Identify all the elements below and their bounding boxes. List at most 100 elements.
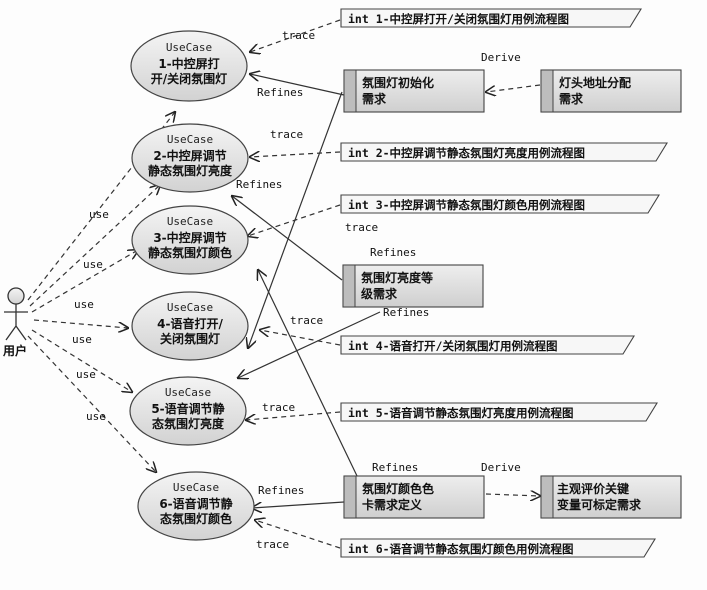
requirement-color-card[interactable]: 氛围灯颜色色 卡需求定义 bbox=[343, 475, 485, 519]
use-edge bbox=[31, 329, 132, 392]
interaction-3[interactable]: int 3-中控屏调节静态氛围灯颜色用例流程图 bbox=[340, 194, 660, 214]
uc-line: 2-中控屏调节 bbox=[153, 148, 226, 163]
uc-line: 6-语音调节静 bbox=[159, 496, 232, 511]
use-case-2[interactable]: UseCase 2-中控屏调节 静态氛围灯亮度 bbox=[131, 123, 249, 193]
uc-stereotype: UseCase bbox=[165, 386, 211, 399]
refines-edge bbox=[238, 311, 381, 378]
connector-lines bbox=[27, 19, 541, 549]
interaction-label: int 6-语音调节静态氛围灯颜色用例流程图 bbox=[348, 542, 574, 556]
refines-label: Refines bbox=[236, 178, 282, 191]
refines-label: Refines bbox=[257, 86, 303, 99]
uc-line: 态氛围灯亮度 bbox=[152, 416, 225, 431]
actor-user[interactable]: 用户 bbox=[2, 287, 28, 358]
use-case-4[interactable]: UseCase 4-语音打开/ 关闭氛围灯 bbox=[131, 291, 249, 361]
use-case-5[interactable]: UseCase 5-语音调节静 态氛围灯亮度 bbox=[129, 376, 247, 446]
trace-edge bbox=[250, 19, 341, 52]
use-label: use bbox=[72, 333, 92, 346]
trace-edge bbox=[250, 152, 341, 157]
uc-line: 开/关闭氛围灯 bbox=[151, 71, 227, 86]
uc-stereotype: UseCase bbox=[166, 41, 212, 54]
uc-line: 5-语音调节静 bbox=[151, 401, 224, 416]
refines-edge bbox=[232, 196, 343, 281]
interaction-label: int 4-语音打开/关闭氛围灯用例流程图 bbox=[348, 339, 557, 353]
uc-line: 关闭氛围灯 bbox=[160, 331, 220, 346]
uc-line: 静态氛围灯颜色 bbox=[148, 245, 232, 260]
refines-edge bbox=[258, 270, 359, 479]
interaction-diagrams: int 1-中控屏打开/关闭氛围灯用例流程图 int 2-中控屏调节静态氛围灯亮… bbox=[340, 8, 668, 558]
use-label: use bbox=[83, 258, 103, 271]
requirement-line: 级需求 bbox=[361, 286, 398, 301]
trace-edge bbox=[255, 520, 341, 549]
interaction-2[interactable]: int 2-中控屏调节静态氛围灯亮度用例流程图 bbox=[340, 142, 668, 162]
uc-line: 1-中控屏打 bbox=[158, 56, 219, 71]
refines-label: Refines bbox=[370, 246, 416, 259]
use-case-3[interactable]: UseCase 3-中控屏调节 静态氛围灯颜色 bbox=[131, 205, 249, 275]
actor-body bbox=[4, 304, 28, 341]
interaction-label: int 1-中控屏打开/关闭氛围灯用例流程图 bbox=[348, 12, 569, 26]
trace-edge bbox=[246, 411, 341, 420]
refines-edge bbox=[252, 501, 345, 508]
requirement-brightness-level[interactable]: 氛围灯亮度等 级需求 bbox=[342, 264, 484, 308]
uc-stereotype: UseCase bbox=[167, 133, 213, 146]
derive-edge bbox=[486, 84, 541, 92]
use-edge bbox=[29, 185, 160, 307]
use-case-1[interactable]: UseCase 1-中控屏打 开/关闭氛围灯 bbox=[130, 30, 248, 102]
refines-label: Refines bbox=[383, 306, 429, 319]
refines-edge bbox=[250, 74, 345, 96]
trace-label: trace bbox=[256, 538, 289, 551]
requirement-line: 变量可标定需求 bbox=[557, 497, 642, 512]
derive-edge bbox=[485, 494, 540, 496]
interaction-5[interactable]: int 5-语音调节静态氛围灯亮度用例流程图 bbox=[340, 402, 658, 422]
trace-edge bbox=[248, 204, 341, 236]
derive-label: Derive bbox=[481, 51, 521, 64]
use-case-6[interactable]: UseCase 6-语音调节静 态氛围灯颜色 bbox=[137, 471, 255, 541]
uc-line: 态氛围灯颜色 bbox=[160, 511, 232, 526]
interaction-label: int 5-语音调节静态氛围灯亮度用例流程图 bbox=[348, 406, 574, 420]
uc-line: 3-中控屏调节 bbox=[153, 230, 226, 245]
actor-head bbox=[7, 287, 25, 305]
use-edge bbox=[33, 319, 128, 328]
requirement-line: 氛围灯亮度等 bbox=[361, 270, 433, 285]
uc-line: 静态氛围灯亮度 bbox=[148, 163, 233, 178]
interaction-label: int 3-中控屏调节静态氛围灯颜色用例流程图 bbox=[348, 198, 585, 212]
trace-label: trace bbox=[345, 221, 378, 234]
interaction-6[interactable]: int 6-语音调节静态氛围灯颜色用例流程图 bbox=[340, 538, 656, 558]
requirement-ambient-light-init[interactable]: 氛围灯初始化 需求 bbox=[343, 69, 485, 113]
requirement-calibratable-variables[interactable]: 主观评价关键 变量可标定需求 bbox=[540, 475, 682, 519]
requirement-line: 主观评价关键 bbox=[557, 481, 629, 496]
actor-label: 用户 bbox=[2, 343, 27, 358]
uc-line: 4-语音打开/ bbox=[157, 316, 223, 331]
requirement-line: 需求 bbox=[362, 91, 387, 106]
use-cases: UseCase 1-中控屏打 开/关闭氛围灯 UseCase 2-中控屏调节 静… bbox=[129, 30, 255, 541]
use-label: use bbox=[74, 298, 94, 311]
interaction-label: int 2-中控屏调节静态氛围灯亮度用例流程图 bbox=[348, 146, 585, 160]
edge-labels: use use use use use use trace trace trac… bbox=[72, 29, 521, 551]
requirement-line: 氛围灯初始化 bbox=[362, 75, 434, 90]
use-edge bbox=[27, 335, 156, 472]
trace-label: trace bbox=[262, 401, 295, 414]
trace-label: trace bbox=[282, 29, 315, 42]
requirement-lamp-address[interactable]: 灯头地址分配 需求 bbox=[540, 69, 682, 113]
use-label: use bbox=[76, 368, 96, 381]
use-label: use bbox=[89, 208, 109, 221]
refines-label: Refines bbox=[258, 484, 304, 497]
requirement-line: 需求 bbox=[559, 91, 584, 106]
trace-label: trace bbox=[270, 128, 303, 141]
uc-stereotype: UseCase bbox=[167, 301, 213, 314]
interaction-1[interactable]: int 1-中控屏打开/关闭氛围灯用例流程图 bbox=[340, 8, 642, 28]
requirement-line: 灯头地址分配 bbox=[559, 75, 631, 90]
derive-label: Derive bbox=[481, 461, 521, 474]
trace-edge bbox=[260, 330, 341, 346]
uc-stereotype: UseCase bbox=[167, 215, 213, 228]
requirement-line: 氛围灯颜色色 bbox=[362, 481, 434, 496]
refines-edge bbox=[248, 91, 343, 348]
requirements: 氛围灯初始化 需求 灯头地址分配 需求 氛围灯亮度等 级需求 氛围灯颜色色 卡需… bbox=[342, 69, 682, 519]
refines-label: Refines bbox=[372, 461, 418, 474]
uc-stereotype: UseCase bbox=[173, 481, 219, 494]
use-edge bbox=[31, 250, 138, 313]
use-label: use bbox=[86, 410, 106, 423]
interaction-4[interactable]: int 4-语音打开/关闭氛围灯用例流程图 bbox=[340, 335, 635, 355]
trace-label: trace bbox=[290, 314, 323, 327]
